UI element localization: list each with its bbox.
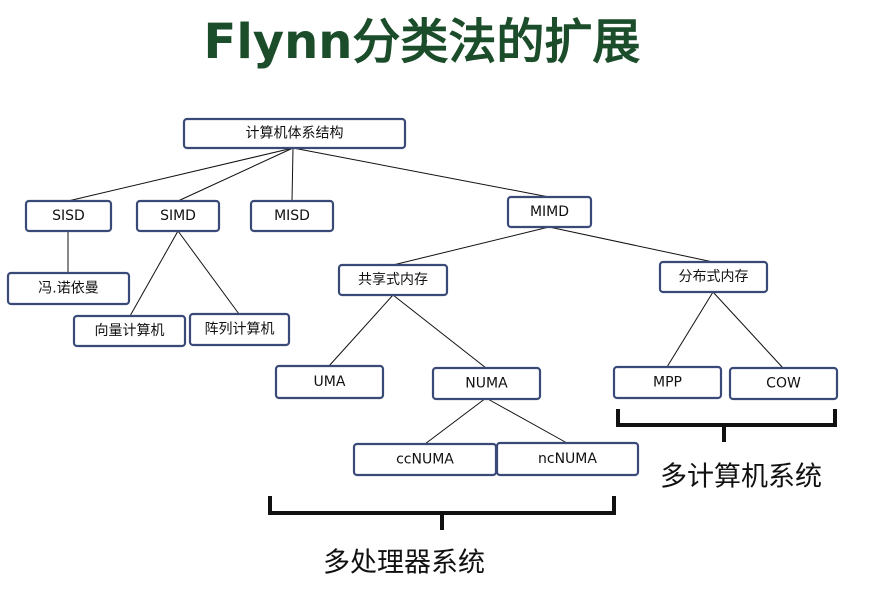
edge-root-mimd — [292, 147, 550, 198]
node-distributed-memory: 分布式内存 — [658, 260, 769, 294]
node-mpp-label: MPP — [653, 375, 682, 391]
node-ncnuma-label: ncNUMA — [538, 451, 597, 467]
edge-shared-numa — [392, 294, 487, 369]
edge-mimd-distributed — [548, 226, 714, 263]
edge-mimd-shared — [392, 226, 550, 266]
page-title: Flynn分类法的扩展 — [203, 14, 641, 70]
edge-distributed-cow — [712, 291, 784, 369]
edge-numa-ccnuma — [424, 397, 487, 445]
node-misd: MISD — [249, 199, 335, 233]
node-array-label: 阵列计算机 — [205, 322, 275, 338]
edges — [67, 147, 784, 445]
edge-simd-vector — [129, 230, 179, 317]
node-vector-label: 向量计算机 — [95, 323, 165, 339]
node-mimd-label: MIMD — [530, 204, 569, 220]
multiprocessor-label: 多处理器系统 — [323, 548, 485, 579]
node-shared-memory: 共享式内存 — [337, 263, 449, 297]
node-numa: NUMA — [431, 366, 542, 401]
node-shared-memory-label: 共享式内存 — [358, 271, 428, 288]
edge-distributed-mpp — [666, 291, 714, 368]
edge-root-misd — [291, 147, 294, 202]
node-simd: SIMD — [135, 199, 221, 233]
node-uma: UMA — [274, 364, 385, 400]
edge-root-simd — [177, 147, 294, 202]
node-simd-label: SIMD — [160, 208, 196, 224]
node-cow-label: COW — [766, 376, 801, 392]
node-array: 阵列计算机 — [188, 312, 291, 347]
node-sisd: SISD — [24, 199, 113, 233]
multiprocessor-brace — [268, 496, 616, 530]
node-uma-label: UMA — [314, 374, 346, 390]
multicomputer-label: 多计算机系统 — [660, 462, 822, 493]
node-root-label: 计算机体系结构 — [246, 126, 344, 142]
multicomputer-brace — [616, 409, 837, 442]
edge-shared-uma — [328, 294, 394, 367]
node-sisd-label: SISD — [52, 208, 85, 224]
node-root: 计算机体系结构 — [182, 117, 407, 150]
node-cow: COW — [728, 366, 839, 401]
node-mpp: MPP — [612, 365, 723, 400]
node-von-neumann-label: 冯.诺依曼 — [38, 281, 98, 297]
node-vector: 向量计算机 — [72, 314, 187, 348]
node-ccnuma: ccNUMA — [352, 442, 498, 477]
node-mimd: MIMD — [506, 195, 593, 229]
edge-root-sisd — [67, 147, 294, 202]
edge-numa-ncnuma — [485, 397, 568, 444]
edge-simd-array — [177, 230, 240, 315]
node-distributed-memory-label: 分布式内存 — [679, 269, 749, 285]
node-ncnuma: ncNUMA — [495, 441, 640, 477]
node-misd-label: MISD — [274, 208, 310, 224]
node-von-neumann: 冯.诺依曼 — [6, 271, 131, 306]
node-ccnuma-label: ccNUMA — [396, 452, 454, 468]
node-numa-label: NUMA — [465, 376, 508, 392]
